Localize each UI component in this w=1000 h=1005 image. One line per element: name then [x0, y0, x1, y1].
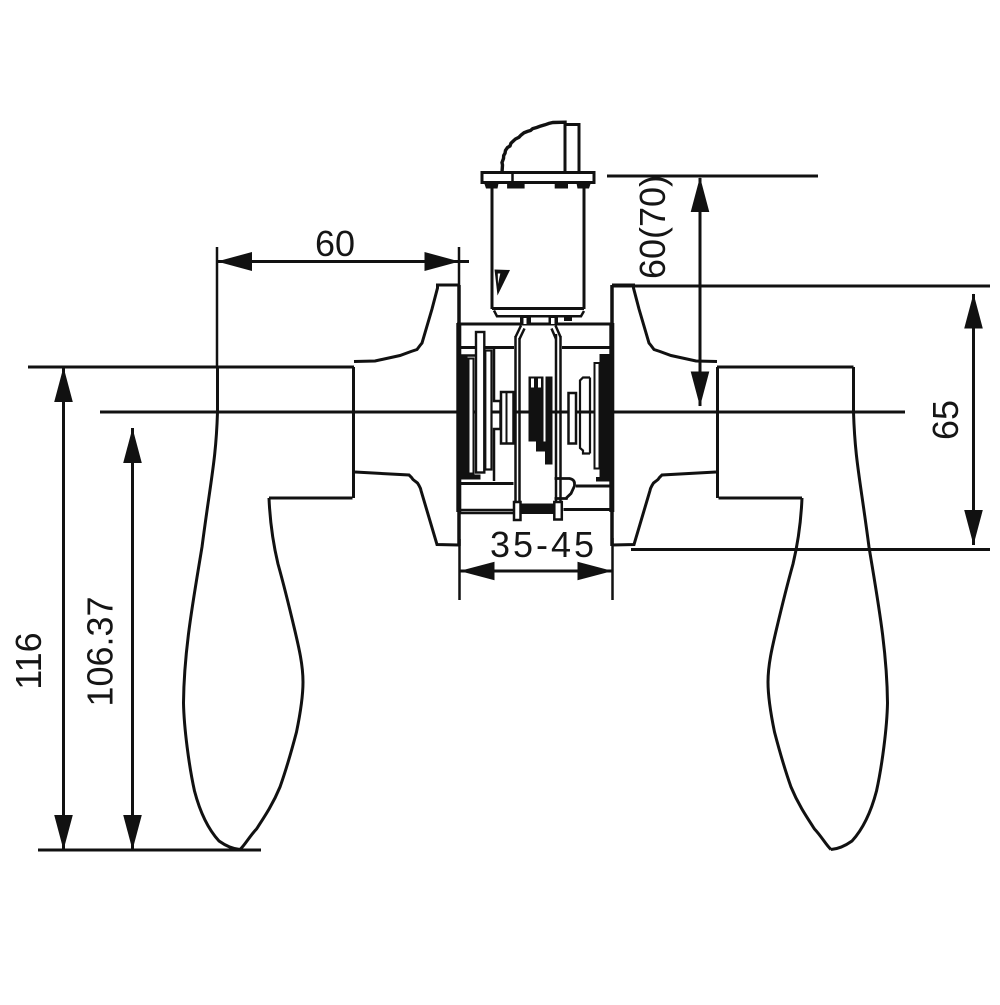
- svg-text:35-45: 35-45: [490, 524, 597, 565]
- svg-text:65: 65: [925, 400, 966, 440]
- svg-text:106.37: 106.37: [80, 596, 121, 706]
- svg-text:60(70): 60(70): [632, 175, 673, 279]
- svg-text:60: 60: [315, 223, 355, 264]
- svg-text:116: 116: [8, 632, 49, 689]
